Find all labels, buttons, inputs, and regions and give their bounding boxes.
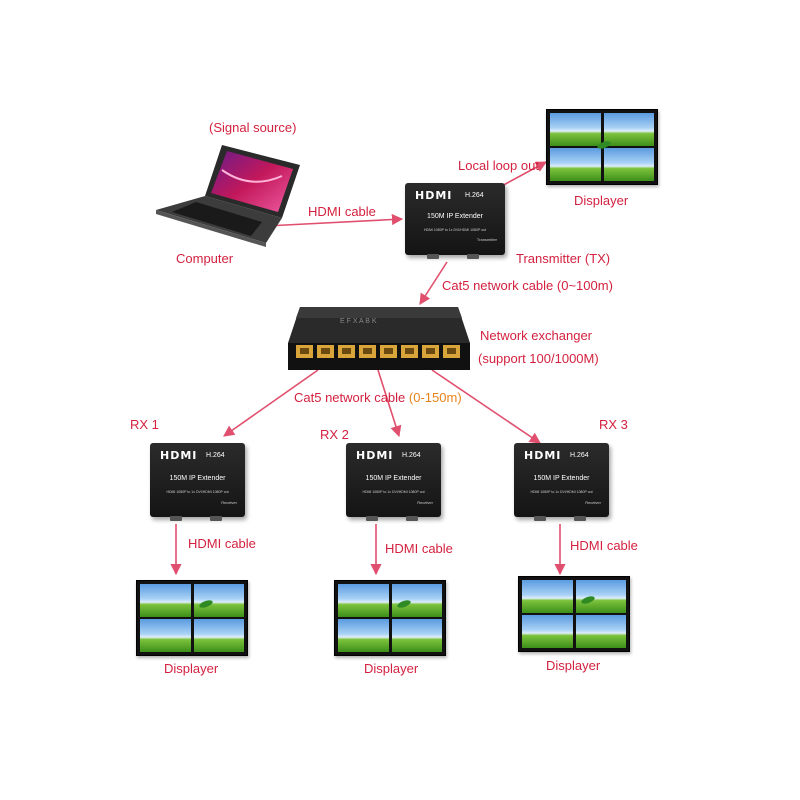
screen-tile [140,584,191,617]
port-icon [427,254,439,259]
screen-tile [194,619,244,652]
port-icon [467,254,479,259]
hdmi-logo: HDMI [524,449,562,462]
top-video-wall [546,109,658,185]
rx2-video-wall [334,580,446,656]
cat5-bottom-label: Cat5 network cable (0-150m) [294,390,462,405]
screen-tile [140,619,191,652]
model-label: 150M IP Extender [365,475,422,482]
role-label: Transmitter [476,237,497,242]
model-label: 150M IP Extender [427,213,483,220]
hdmi-cable-top-label: HDMI cable [308,204,376,219]
spec-label: HDMI 1080P to 1x DVI/HDMI 1080P out [530,490,593,494]
displayer-top-label: Displayer [574,193,629,208]
screen-tile [550,113,601,146]
port-icon [170,516,182,521]
cat5-top-label: Cat5 network cable (0~100m) [442,278,613,293]
rx3-video-wall [518,576,630,652]
rx3-label: RX 3 [599,417,628,432]
displayer-rx2-label: Displayer [364,661,419,676]
local-loop-out-label: Local loop out [458,158,539,173]
arrow-switch-to-rx3 [431,369,541,444]
spec-label: HDMI 1080P to 1x DVI/HDMI 1080P out [166,490,229,494]
arrow-switch-to-rx1 [223,369,319,437]
spec-label: HDMI 1080P to 1x DVI/HDMI 1080P out [423,228,487,232]
screen-tile [338,584,389,617]
arrow-computer-to-tx [265,213,404,227]
port-icon [366,516,378,521]
displayer-rx1-label: Displayer [164,661,219,676]
screen-tile [522,615,573,648]
switch-panel-text: E F X A B K [340,318,377,325]
spec-label: HDMI 1080P to 1x DVI/HDMI 1080P out [362,490,425,494]
screen-tile [604,148,654,181]
codec-label: H.264 [206,452,225,459]
hdmi-cable-rx2-label: HDMI cable [385,541,453,556]
arrow-switch-to-rx2 [377,369,402,438]
rx1-label: RX 1 [130,417,159,432]
rx2-label: RX 2 [320,427,349,442]
codec-label: H.264 [465,192,484,199]
codec-label: H.264 [402,452,421,459]
receiver-2-device: HDMI H.264 150M IP Extender HDMI 1080P t… [346,443,441,521]
arrow-tx-to-switch [419,261,448,305]
hdmi-cable-rx3-label: HDMI cable [570,538,638,553]
hdmi-cable-rx1-label: HDMI cable [188,536,256,551]
network-exchanger-label: Network exchanger [480,328,592,343]
displayer-rx3-label: Displayer [546,658,601,673]
screen-tile [604,113,654,146]
screen-tile [392,584,442,617]
codec-label: H.264 [570,452,589,459]
screen-tile [576,615,626,648]
transmitter-device: HDMI H.264 150M IP Extender HDMI 1080P t… [405,183,505,259]
screen-tile [392,619,442,652]
screen-tile [522,580,573,613]
role-label: Receiver [221,500,237,505]
cat5-range-text: (0-150m) [408,390,462,405]
hdmi-logo: HDMI [356,449,394,462]
port-icon [210,516,222,521]
rx1-video-wall [136,580,248,656]
role-label: Receiver [417,500,433,505]
screen-tile [194,584,244,617]
model-label: 150M IP Extender [169,475,226,482]
arrow-tx-to-top-display [497,161,547,189]
receiver-1-device: HDMI H.264 150M IP Extender HDMI 1080P t… [150,443,245,521]
cat5-bottom-text: Cat5 network cable [294,390,409,405]
network-support-label: (support 100/1000M) [478,351,599,366]
port-icon [406,516,418,521]
model-label: 150M IP Extender [533,475,590,482]
screen-tile [550,148,601,181]
hdmi-logo: HDMI [160,449,198,462]
computer-label: Computer [176,251,234,266]
signal-source-label: (Signal source) [209,120,297,135]
transmitter-label: Transmitter (TX) [516,251,611,266]
port-icon [534,516,546,521]
screen-tile [338,619,389,652]
port-icon [574,516,586,521]
hdmi-logo: HDMI [415,189,453,202]
receiver-3-device: HDMI H.264 150M IP Extender HDMI 1080P t… [514,443,609,521]
screen-tile [576,580,626,613]
role-label: Receiver [585,500,601,505]
